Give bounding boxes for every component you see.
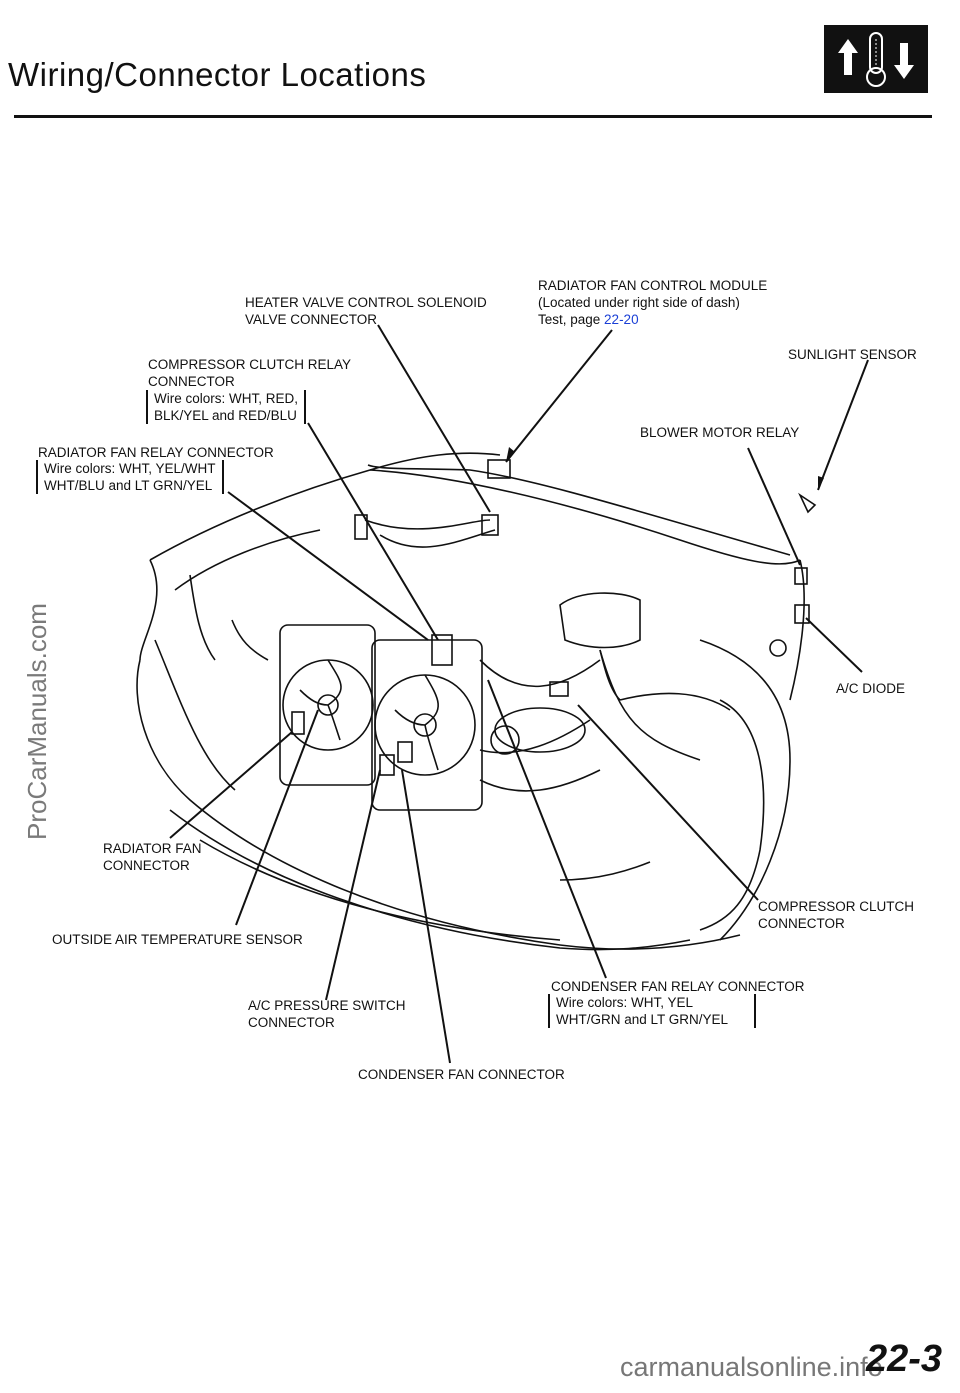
radiator-fan-connector-line-2: CONNECTOR (103, 858, 190, 873)
radiator-fan-module-line-2: (Located under right side of dash) (538, 295, 740, 310)
condenser-relay-label: CONDENSER FAN RELAY CONNECTOR (551, 979, 805, 994)
compressor-relay-line-2: CONNECTOR (148, 374, 235, 389)
condenser-fan-connector-label: CONDENSER FAN CONNECTOR (358, 1067, 565, 1082)
heater-valve-label: HEATER VALVE CONTROL SOLENOID VALVE CONN… (245, 294, 487, 328)
heater-valve-line-1: HEATER VALVE CONTROL SOLENOID (245, 295, 487, 310)
compressor-relay-wires-line-1: Wire colors: WHT, RED, (154, 391, 299, 406)
footer-watermark-url: carmanualsonline.info (620, 1352, 883, 1382)
radiator-fan-connector-line-1: RADIATOR FAN (103, 841, 202, 856)
radiator-fan-relay-label: RADIATOR FAN RELAY CONNECTOR (38, 445, 274, 460)
condenser-relay-wire-colors: Wire colors: WHT, YEL WHT/GRN and LT GRN… (548, 994, 756, 1028)
radiator-fan-relay-wires-line-2: WHT/BLU and LT GRN/YEL (44, 478, 213, 493)
radiator-fan-relay-wires-line-1: Wire colors: WHT, YEL/WHT (44, 461, 216, 476)
condenser-relay-wires-line-1: Wire colors: WHT, YEL (556, 995, 694, 1010)
heater-valve-line-2: VALVE CONNECTOR (245, 312, 378, 327)
outside-air-sensor-label: OUTSIDE AIR TEMPERATURE SENSOR (52, 932, 303, 947)
compressor-clutch-connector-label: COMPRESSOR CLUTCH CONNECTOR (758, 898, 914, 932)
condenser-relay-wires-line-2: WHT/GRN and LT GRN/YEL (556, 1012, 729, 1027)
radiator-fan-module-label: RADIATOR FAN CONTROL MODULE (Located und… (538, 277, 767, 328)
radiator-fan-connector-label: RADIATOR FAN CONNECTOR (103, 840, 202, 874)
compressor-clutch-line-1: COMPRESSOR CLUTCH (758, 899, 915, 914)
compressor-relay-line-1: COMPRESSOR CLUTCH RELAY (148, 357, 352, 372)
climate-thermometer-icon (824, 25, 928, 93)
test-page-prefix: Test, page (538, 312, 605, 327)
radiator-fan-module-line-1: RADIATOR FAN CONTROL MODULE (538, 278, 768, 293)
blower-relay-label: BLOWER MOTOR RELAY (640, 425, 800, 440)
radiator-fan-module-test-line: Test, page 22-20 (538, 311, 767, 328)
compressor-relay-wire-colors: Wire colors: WHT, RED, BLK/YEL and RED/B… (146, 390, 307, 424)
ac-pressure-switch-label: A/C PRESSURE SWITCH CONNECTOR (248, 997, 406, 1031)
test-page-link[interactable]: 22-20 (604, 312, 639, 327)
thermometer-arrows-glyph (838, 32, 914, 87)
ac-diode-label: A/C DIODE (836, 681, 906, 696)
compressor-relay-label: COMPRESSOR CLUTCH RELAY CONNECTOR (148, 356, 351, 390)
side-watermark: ProCarManuals.com (22, 603, 52, 840)
ac-pressure-switch-line-1: A/C PRESSURE SWITCH (248, 998, 406, 1013)
compressor-relay-wires-line-2: BLK/YEL and RED/BLU (154, 408, 297, 423)
header-rule (14, 115, 932, 118)
page-title: Wiring/Connector Locations (8, 56, 427, 93)
radiator-fan-relay-wire-colors: Wire colors: WHT, YEL/WHT WHT/BLU and LT… (36, 460, 224, 494)
ac-pressure-switch-line-2: CONNECTOR (248, 1015, 335, 1030)
compressor-clutch-line-2: CONNECTOR (758, 916, 845, 931)
sunlight-sensor-label: SUNLIGHT SENSOR (788, 347, 917, 362)
page-number: 22-3 (866, 1338, 943, 1380)
